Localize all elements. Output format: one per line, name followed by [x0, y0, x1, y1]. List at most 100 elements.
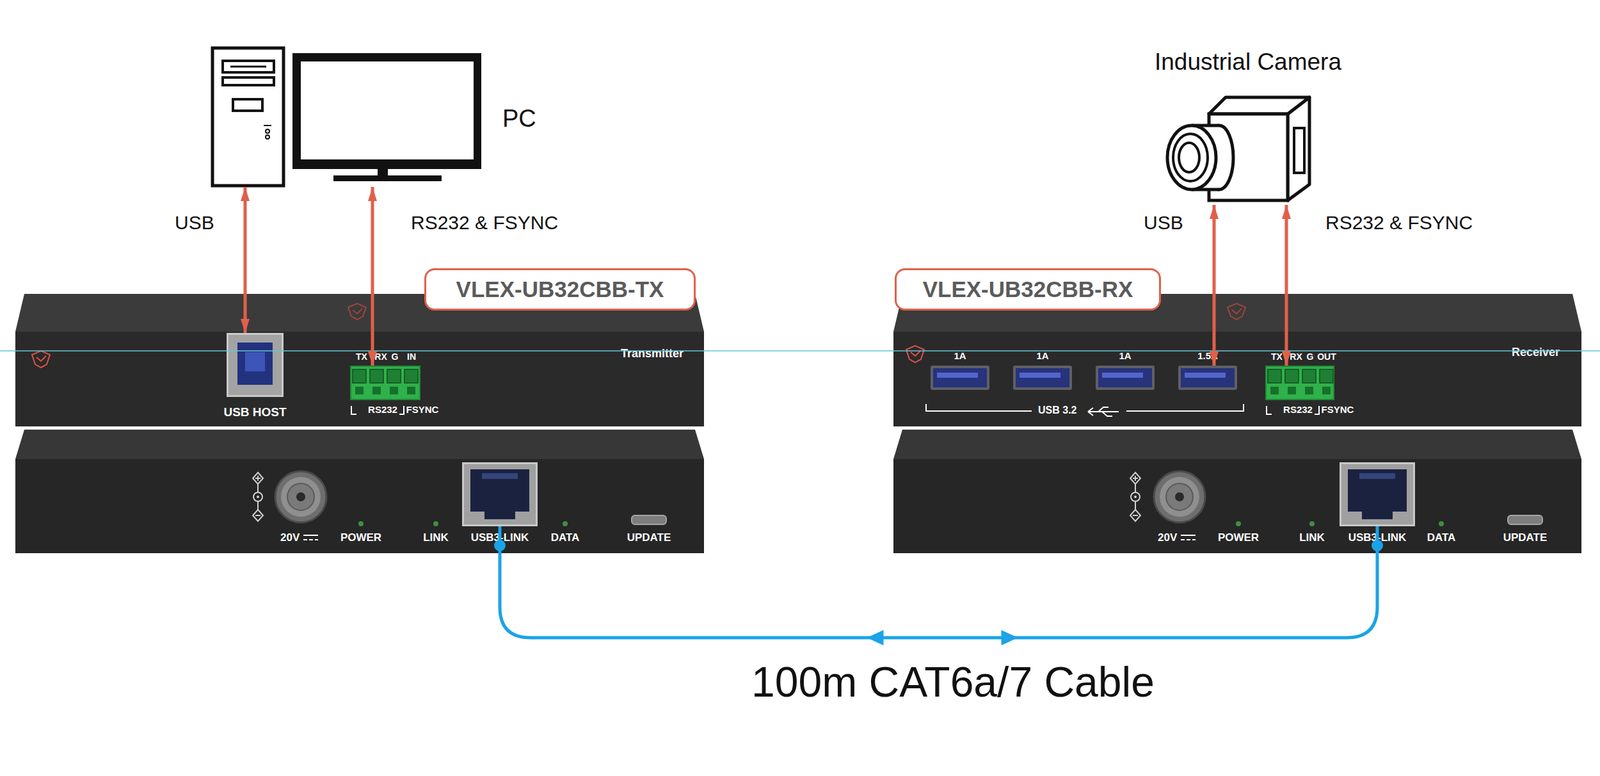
- monitor-neck: [377, 168, 388, 176]
- node-text: PC: [502, 104, 537, 134]
- cable-connector: [494, 526, 1384, 646]
- cable-label: 100m CAT6a/7 Cable: [664, 657, 1241, 707]
- node-text: UPDATE: [616, 531, 681, 544]
- node-text: RX: [371, 351, 390, 362]
- usb-a-tongue: [1184, 372, 1226, 378]
- drive-slot: [230, 65, 267, 68]
- node-text: IN: [403, 351, 420, 362]
- node-text: RS232: [364, 403, 401, 415]
- signal-arrow: [1286, 204, 1288, 366]
- camera-connector-plate: [1294, 128, 1305, 173]
- arrow-head: [867, 629, 884, 646]
- brand-logo: [32, 350, 50, 368]
- node-text: 1A: [1095, 350, 1155, 361]
- node-text: USB3-LINK: [1326, 531, 1428, 544]
- brand-logo: [348, 303, 367, 320]
- node-text: Transmitter: [620, 346, 684, 361]
- drive-bay: [222, 60, 274, 73]
- terminal-screw: [1285, 369, 1299, 395]
- node-text: TX: [1267, 351, 1286, 362]
- node-text: 1.5A: [1178, 350, 1238, 361]
- node-text: LINK: [1280, 531, 1344, 544]
- terminal-screw: [1319, 369, 1334, 395]
- model-label: VLEX-UB32CBB-RX: [894, 268, 1161, 311]
- usb-trident-icon: [1088, 407, 1119, 416]
- node-text: G: [388, 351, 402, 362]
- status-led: [1235, 520, 1241, 527]
- rj45-port: USB3-LINK: [462, 462, 538, 527]
- terminal-screw: [352, 369, 367, 395]
- node-text: UPDATE: [1493, 531, 1558, 544]
- dc-jack: [275, 471, 327, 523]
- camera-group: Industrial Camera: [1139, 44, 1357, 205]
- rj45-socket: [1347, 469, 1407, 520]
- node-text: VLEX-UB32CBB-TX: [426, 276, 694, 303]
- cable-end-dot: [1371, 539, 1384, 552]
- node-text: TX: [352, 351, 371, 362]
- usb-b-tongue: [245, 352, 265, 372]
- arrow-line: [1212, 204, 1216, 366]
- node-text: Industrial Camera: [1139, 48, 1357, 77]
- signal-label: RS232 & FSYNC: [410, 211, 559, 235]
- terminal-screw: [1267, 369, 1282, 395]
- arrow-head: [1001, 629, 1019, 646]
- monitor-base: [333, 175, 442, 182]
- terminal-screw: [404, 369, 418, 395]
- usb-a-port: 1A: [1095, 365, 1155, 390]
- dc-symbol: [303, 535, 319, 540]
- arrow-line: [1285, 204, 1289, 366]
- arrow-line: [371, 186, 375, 366]
- polarity-symbol: [1130, 472, 1141, 521]
- terminal-block: TXRXGOUTRS232FSYNC: [1265, 365, 1335, 400]
- signal-label: USB: [174, 211, 215, 235]
- usb-b-port: USB HOST: [226, 332, 284, 397]
- micro-usb-port: [1507, 515, 1543, 525]
- node-text: 1A: [1013, 350, 1072, 361]
- brand-logo: [1227, 303, 1246, 320]
- signal-arrow: [372, 186, 374, 366]
- node-text: 1A: [930, 350, 990, 361]
- rj45-socket: [470, 469, 530, 520]
- rj45-port: USB3-LINK: [1339, 462, 1416, 527]
- signal-arrow: [1214, 204, 1215, 366]
- signal-label: RS232 & FSYNC: [1325, 211, 1473, 235]
- status-led: [358, 520, 364, 527]
- node-text: POWER: [328, 531, 393, 544]
- monitor-frame: [292, 53, 482, 169]
- usb-a-tongue: [1102, 372, 1144, 378]
- pc-tower: [212, 48, 284, 186]
- device-top-face: [15, 429, 704, 459]
- node-text: DATA: [533, 531, 598, 544]
- lens-front: [1167, 125, 1216, 190]
- status-led: [562, 520, 568, 527]
- node-text: USB HOST: [200, 405, 310, 420]
- transmitter-rear-panel: 20V POWER LINK DATA UPDATE USB3-LINK: [15, 458, 704, 553]
- node-text: 20V: [280, 531, 300, 544]
- terminal-screw: [369, 369, 384, 395]
- usb-a-tongue: [1019, 372, 1061, 378]
- signal-arrow: [245, 186, 246, 333]
- terminal-screw: [387, 369, 401, 395]
- cable-end-dot: [494, 539, 506, 552]
- lens-glass: [1178, 142, 1200, 173]
- signal-label: USB: [1143, 211, 1184, 235]
- node-text: OUT: [1316, 351, 1337, 362]
- node-text: RX: [1287, 351, 1305, 362]
- transmitter-front-panel: TransmitterUSB HOSTTXRXGINRS232FSYNC: [15, 331, 704, 427]
- terminal-screw: [1302, 369, 1316, 395]
- node-text: Receiver: [1511, 345, 1560, 360]
- status-led: [433, 520, 439, 527]
- polarity-symbol: [252, 472, 264, 521]
- cable-line: [499, 526, 1378, 638]
- usb-a-tongue: [936, 372, 978, 378]
- node-text: VLEX-UB32CBB-RX: [896, 276, 1160, 303]
- node-text: LINK: [403, 531, 468, 544]
- node-text: POWER: [1206, 531, 1271, 544]
- receiver-rear-panel: 20VPOWERLINKDATAUPDATEUSB3-LINK: [893, 458, 1582, 553]
- dc-symbol: [1180, 535, 1196, 540]
- power-symbol: [265, 129, 270, 134]
- node-text: G: [1303, 351, 1317, 362]
- usb-a-port: 1A: [1013, 365, 1072, 390]
